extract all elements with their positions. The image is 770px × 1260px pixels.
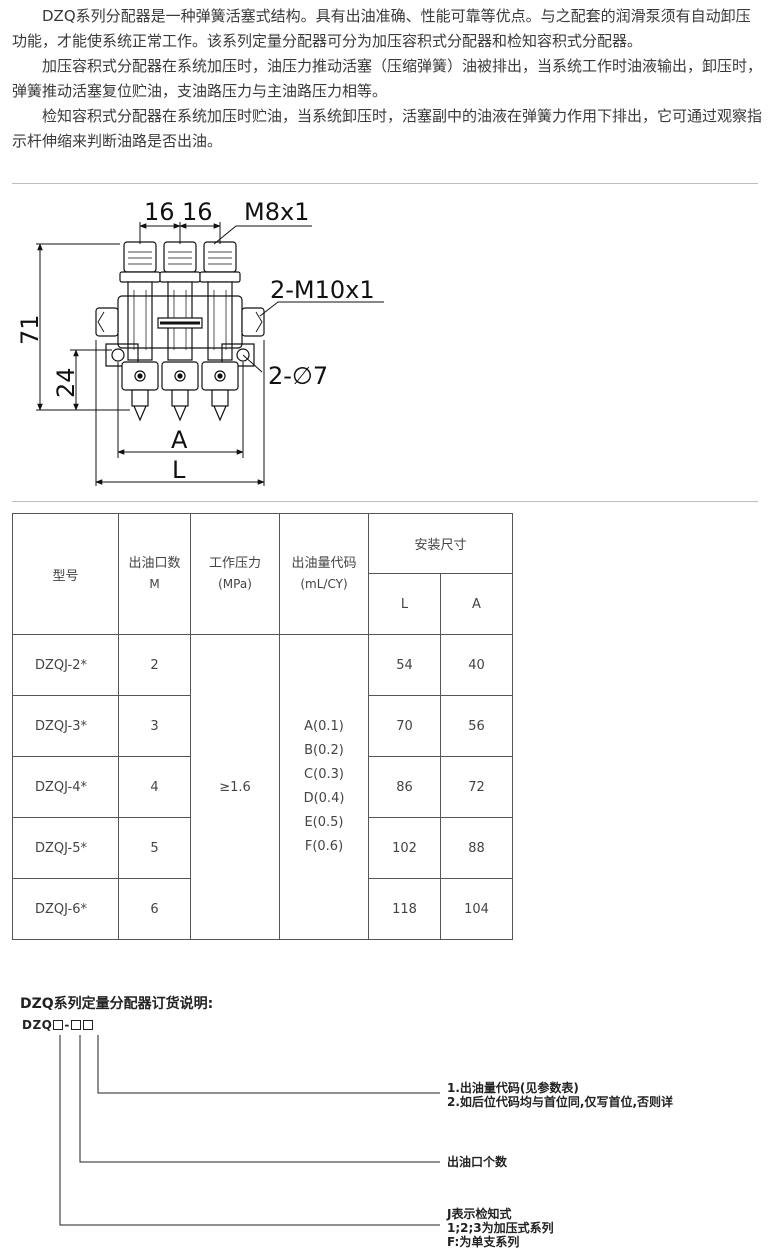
intro-paragraph-2: 加压容积式分配器在系统加压时，油压力推动活塞（压缩弹簧）油被排出，当系统工作时油… <box>12 57 763 100</box>
code-a: A(0.1) <box>304 719 344 734</box>
intro-text: DZQ系列分配器是一种弹簧活塞式结构。具有出油准确、性能可靠等优点。与之配套的润… <box>12 4 762 154</box>
divider-middle <box>12 501 758 502</box>
cell-model: DZQJ-3* <box>12 695 119 757</box>
label-m8x1: M8x1 <box>244 198 309 226</box>
code-f: F(0.6) <box>304 839 344 854</box>
cell-model: DZQJ-6* <box>12 878 119 940</box>
order-title: DZQ系列定量分配器订货说明: <box>20 996 214 1012</box>
code-box-2 <box>70 1020 81 1030</box>
label-hole: 2-∅7 <box>268 362 328 390</box>
cell-l: 70 <box>368 695 441 757</box>
table-row: DZQJ-6* 6 118 104 <box>12 878 513 940</box>
cell-a: 40 <box>440 634 513 696</box>
cell-model: DZQJ-2* <box>12 634 119 696</box>
header-pressure: 工作压力(MPa) <box>190 513 280 635</box>
table-row: DZQJ-5* 5 102 88 <box>12 817 513 879</box>
header-install: 安装尺寸 <box>368 513 513 574</box>
header-col-a: A <box>440 573 513 635</box>
divider-top <box>12 183 758 184</box>
note-output-code: 1.出油量代码(见参数表) 2.如后位代码均与首位同,仅写首位,否则详 <box>447 1081 674 1109</box>
code-b: B(0.2) <box>304 743 344 758</box>
note-series: J表示检知式 1;2;3为加压式系列 F:为单支系列 <box>447 1207 554 1249</box>
cell-l: 54 <box>368 634 441 696</box>
order-code: DZQ- <box>22 1018 94 1032</box>
header-model: 型号 <box>12 513 119 635</box>
code-dash: - <box>64 1018 70 1032</box>
code-c: C(0.3) <box>304 767 344 782</box>
code-d: D(0.4) <box>303 791 345 806</box>
dim-16-left: 16 <box>144 198 175 226</box>
cell-outlets: 6 <box>118 878 191 940</box>
cell-outlets: 4 <box>118 756 191 818</box>
distributor-drawing: 16 16 M8x1 2-M10x1 2-∅7 71 24 A L <box>16 198 384 486</box>
code-e: E(0.5) <box>304 815 344 830</box>
intro-paragraph-1: DZQ系列分配器是一种弹簧活塞式结构。具有出油准确、性能可靠等优点。与之配套的润… <box>12 7 751 50</box>
cell-pressure: ≥1.6 <box>190 634 280 940</box>
dim-a: A <box>171 426 188 454</box>
note-outlet-count: 出油口个数 <box>447 1155 508 1169</box>
header-col-l: L <box>368 573 441 635</box>
table-row: DZQJ-4* 4 86 72 <box>12 756 513 818</box>
code-box-3 <box>82 1020 93 1030</box>
header-code: 出油量代码(mL/CY) <box>279 513 369 635</box>
cell-outlets: 3 <box>118 695 191 757</box>
code-box-1 <box>53 1020 64 1030</box>
cell-model: DZQJ-5* <box>12 817 119 879</box>
table-row: DZQJ-2* 2 ≥1.6 A(0.1) B(0.2) C(0.3) D(0.… <box>12 634 513 940</box>
cell-outlets: 2 <box>118 634 191 696</box>
cell-l: 102 <box>368 817 441 879</box>
dim-71: 71 <box>16 314 44 345</box>
cell-a: 56 <box>440 695 513 757</box>
cell-codes: A(0.1) B(0.2) C(0.3) D(0.4) E(0.5) F(0.6… <box>279 634 369 940</box>
order-leader-lines <box>59 1035 440 1226</box>
dim-24: 24 <box>52 367 80 398</box>
dim-l: L <box>172 456 186 484</box>
dim-16-right: 16 <box>182 198 213 226</box>
code-prefix: DZQ <box>22 1018 53 1032</box>
cell-a: 72 <box>440 756 513 818</box>
cell-l: 86 <box>368 756 441 818</box>
label-m10x1: 2-M10x1 <box>270 276 375 304</box>
cell-l: 118 <box>368 878 441 940</box>
cell-a: 88 <box>440 817 513 879</box>
order-section: DZQ系列定量分配器订货说明: DZQ- 1.出油量代码(见参数表) 2.如后位… <box>0 985 770 1255</box>
cell-model: DZQJ-4* <box>12 756 119 818</box>
cell-outlets: 5 <box>118 817 191 879</box>
intro-paragraph-3: 检知容积式分配器在系统加压时贮油，当系统卸压时，活塞副中的油液在弹簧力作用下排出… <box>12 107 763 150</box>
table-row: DZQJ-3* 3 70 56 <box>12 695 513 757</box>
cell-a: 104 <box>440 878 513 940</box>
